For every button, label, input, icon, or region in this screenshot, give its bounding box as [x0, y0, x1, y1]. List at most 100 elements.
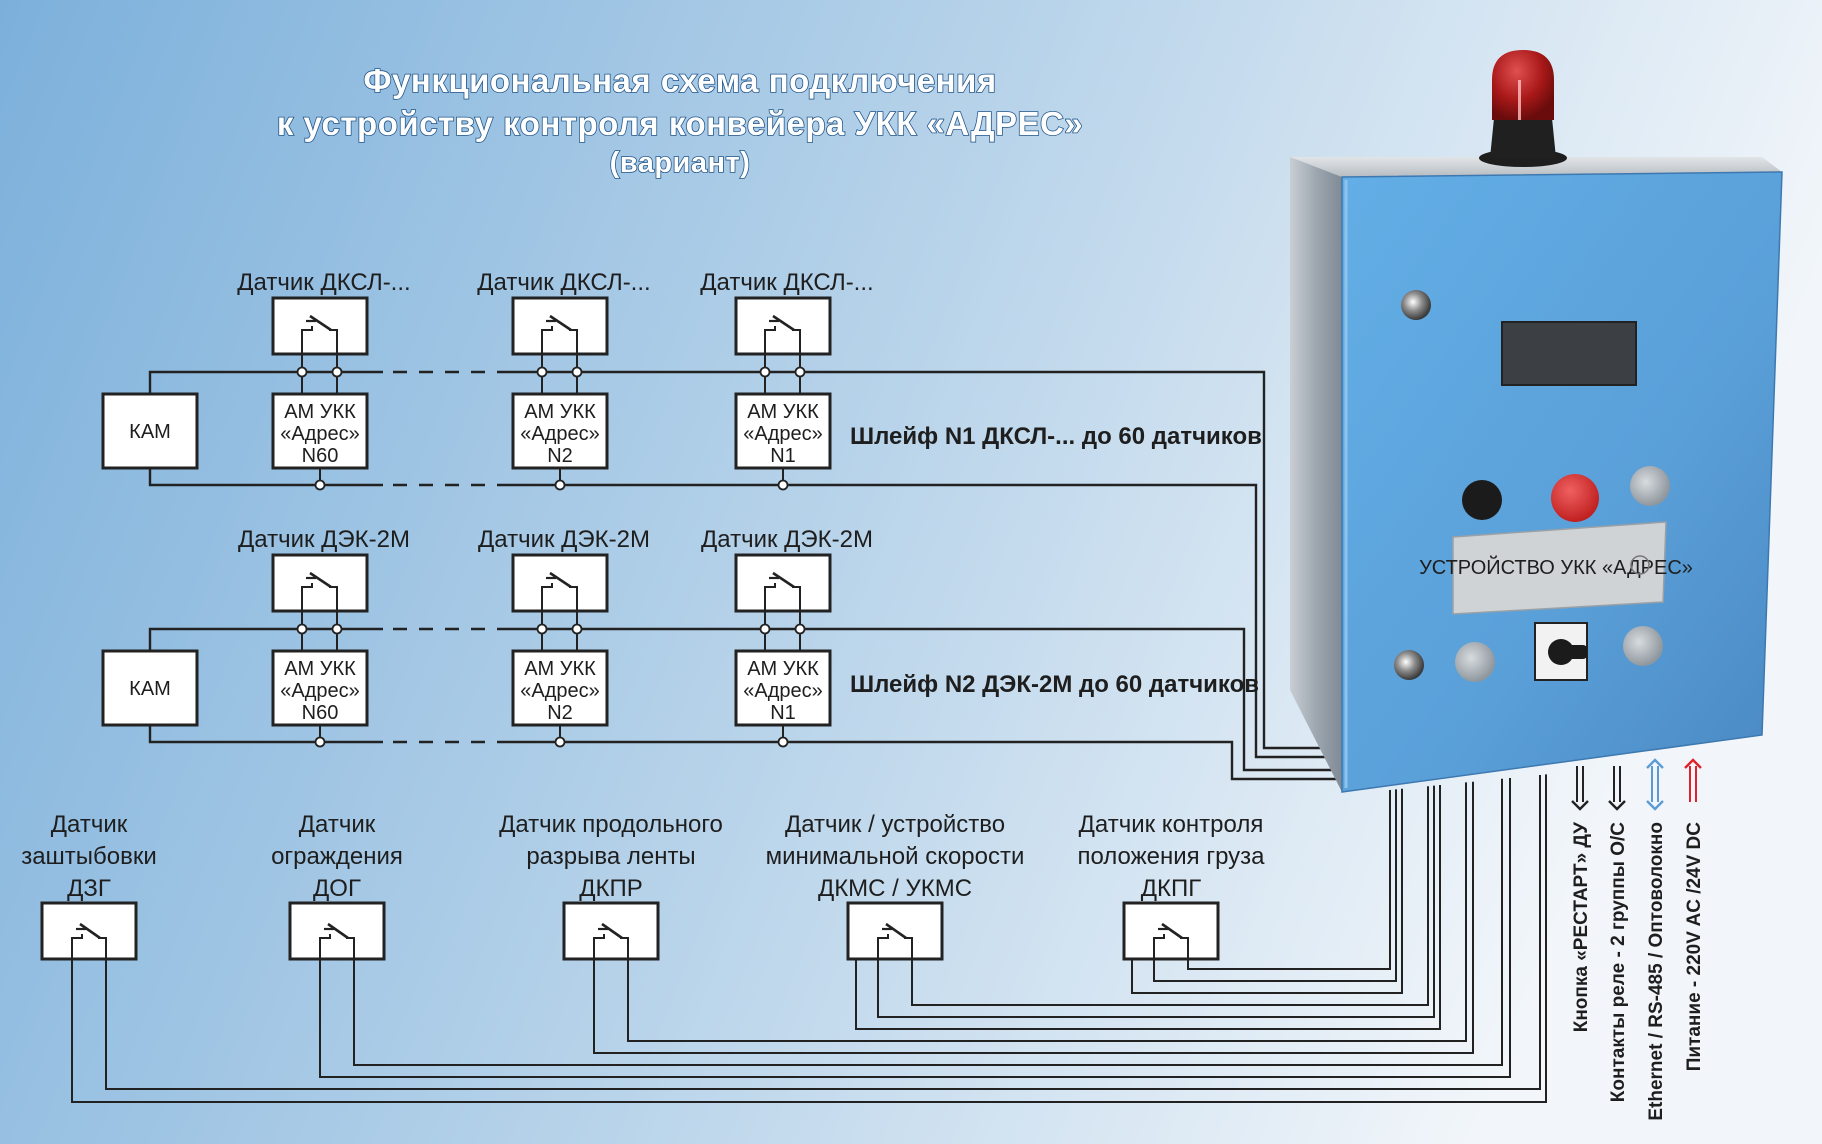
module-label: N60	[302, 702, 339, 724]
wire	[148, 370, 302, 394]
switch-contact-icon	[764, 314, 801, 372]
screw-icon	[1394, 650, 1424, 680]
field-wire	[71, 774, 1547, 1103]
title-line-1: Функциональная схема подключения	[363, 62, 996, 99]
sensor-label: Датчик ДКСЛ-...	[700, 269, 873, 296]
loop-sensor-unit: Датчик ДКСЛ-...АМ УКК«Адрес»N60	[237, 269, 411, 491]
nameplate: УСТРОЙСТВО УКК «АДРЕС»	[1419, 521, 1693, 615]
switch-leg	[98, 937, 107, 959]
field-wire	[1153, 789, 1397, 982]
switch-blade	[327, 922, 349, 940]
field-wire	[911, 786, 1429, 1006]
switch-leg	[620, 937, 629, 959]
arrow-down-icon	[1608, 766, 1626, 811]
loop-label: Шлейф N1 ДКСЛ-... до 60 датчиков	[850, 423, 1262, 450]
field-wire	[855, 785, 1441, 1030]
lcd-display	[1501, 321, 1637, 386]
diagram-title: Функциональная схема подключения к устро…	[276, 61, 1083, 180]
cabinet-side	[1290, 157, 1342, 792]
switch-contact-icon	[319, 922, 355, 959]
switch-leg	[569, 329, 578, 372]
field-wire	[627, 782, 1467, 1042]
cabinet-connection: Кнопка «РЕСТАРТ» ДУ	[1571, 766, 1592, 1032]
sensor-label: Датчик ДЭК-2М	[238, 526, 410, 553]
module-label: «Адрес»	[743, 680, 823, 702]
field-wire	[1131, 788, 1403, 994]
module-label: «Адрес»	[280, 423, 360, 445]
switch-blade	[601, 922, 623, 940]
loop-label: Шлейф N2 ДЭК-2М до 60 датчиков	[850, 671, 1259, 698]
cabinet-connection: Питание - 220V AC /24V DC	[1684, 758, 1705, 1072]
kam-label: КАМ	[129, 421, 171, 443]
module-label: АМ УКК	[747, 658, 819, 680]
module-label: N2	[547, 445, 573, 467]
indicator-lamp	[1455, 642, 1495, 682]
wire	[148, 468, 320, 487]
switch-leg	[301, 326, 313, 372]
sensor-box	[511, 296, 609, 356]
sensor-box	[511, 553, 609, 613]
sensor-box	[734, 553, 832, 613]
arrow-head	[1684, 758, 1702, 769]
switch-leg	[792, 586, 801, 629]
address-module-box	[511, 649, 609, 727]
field-sensors: ДатчикзаштыбовкиДЗГДатчикогражденияДОГДа…	[21, 774, 1547, 1103]
field-sensor-label: ДКПГ	[1141, 875, 1201, 902]
switch-blade	[309, 314, 332, 332]
junction-node	[759, 366, 771, 378]
field-sensor-label: положения груза	[1077, 843, 1265, 870]
switch-leg	[764, 326, 776, 372]
loop-sensor-unit: Датчик ДКСЛ-...АМ УКК«Адрес»N1	[700, 269, 874, 491]
field-wire	[319, 778, 1511, 1078]
switch-leg	[593, 934, 605, 959]
switch-leg	[1153, 934, 1165, 959]
switch-blade	[772, 314, 795, 332]
arrow-head	[1646, 758, 1664, 769]
cabinet-connection: Ethernet / RS-485 / Оптоволокно	[1646, 758, 1667, 1121]
nameplate-text: УСТРОЙСТВО УКК «АДРЕС»	[1419, 555, 1693, 579]
arrow-head	[1571, 800, 1589, 811]
black-button[interactable]	[1462, 480, 1502, 520]
junction-node	[777, 736, 789, 748]
indicator-lamp	[1623, 626, 1663, 666]
switch-leg	[569, 586, 578, 629]
module-label: «Адрес»	[280, 680, 360, 702]
arrow-head	[1608, 800, 1626, 811]
field-sensor-label: ДКПР	[579, 875, 643, 902]
switch-contact-icon	[593, 922, 629, 959]
sensor-label: Датчик ДЭК-2М	[701, 526, 873, 553]
red-stop-button[interactable]	[1551, 474, 1599, 522]
switch-leg	[71, 934, 83, 959]
junction-node	[794, 366, 806, 378]
cabinet-connections: Кнопка «РЕСТАРТ» ДУ Контакты реле - 2 гру…	[1571, 758, 1705, 1121]
screw-icon	[1401, 290, 1431, 320]
indicator-lamp	[1630, 466, 1670, 506]
cabinet-connection: Контакты реле - 2 группы О/С	[1608, 766, 1629, 1102]
connection-label: Контакты реле - 2 группы О/С	[1608, 822, 1629, 1103]
module-label: «Адрес»	[520, 680, 600, 702]
arrow-down-icon	[1571, 766, 1589, 811]
switch-blade	[309, 571, 332, 589]
junction-node	[554, 479, 566, 491]
arrow-head	[1646, 800, 1664, 811]
switch-contact-icon	[1153, 922, 1189, 959]
arrow-bidirectional-icon	[1646, 758, 1664, 811]
field-sensor-box	[288, 901, 386, 961]
switch-leg	[541, 326, 553, 372]
sensor-label: Датчик ДКСЛ-...	[237, 269, 410, 296]
junction-node	[314, 479, 326, 491]
module-label: «Адрес»	[743, 423, 823, 445]
rotary-switch[interactable]	[1534, 622, 1588, 681]
module-label: «Адрес»	[520, 423, 600, 445]
connection-label: Питание - 220V AC /24V DC	[1684, 822, 1705, 1072]
control-cabinet[interactable]: УСТРОЙСТВО УКК «АДРЕС»	[1290, 50, 1783, 793]
field-sensor-label: заштыбовки	[21, 843, 157, 870]
switch-contact-icon	[541, 571, 578, 629]
field-sensor-label: Датчик продольного	[499, 811, 723, 838]
